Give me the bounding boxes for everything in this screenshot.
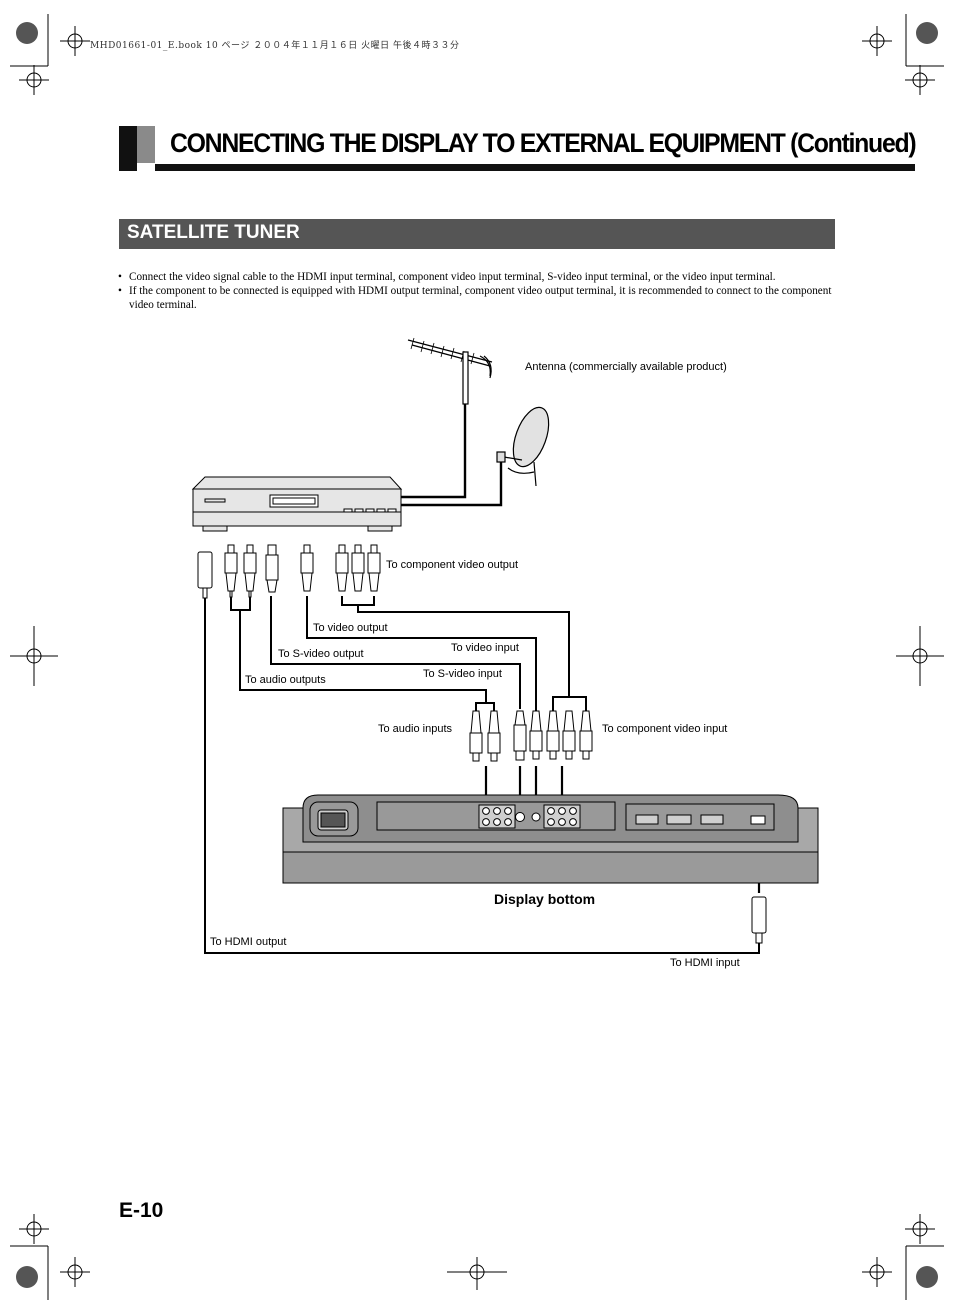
audio-inputs-label: To audio inputs (378, 723, 452, 735)
print-header: MHD01661-01_E.book 10 ページ ２００４年１１月１６日 火曜… (90, 41, 460, 51)
audio-outputs-label: To audio outputs (245, 674, 326, 686)
page-title: CONNECTING THE DISPLAY TO EXTERNAL EQUIP… (170, 128, 917, 158)
instruction-item: If the component to be connected is equi… (118, 284, 838, 312)
section-title: SATELLITE TUNER (127, 222, 300, 243)
instruction-item: Connect the video signal cable to the HD… (118, 270, 838, 284)
instruction-list: Connect the video signal cable to the HD… (118, 270, 838, 312)
antenna-label: Antenna (commercially available product) (525, 361, 727, 373)
satellite-dish-icon (496, 406, 550, 487)
component-output-label: To component video output (386, 559, 519, 571)
title-accent-grey (137, 126, 155, 163)
display-side-plugs (469, 710, 767, 944)
antenna-icon (407, 337, 493, 405)
component-input-label: To component video input (602, 723, 728, 735)
display-bottom-icon (282, 794, 819, 884)
svideo-input-label: To S-video input (423, 668, 502, 680)
hdmi-output-label: To HDMI output (210, 936, 287, 948)
section-header-bar (119, 219, 835, 249)
page-number: E-10 (119, 1199, 164, 1222)
video-input-label: To video input (451, 642, 519, 654)
display-bottom-label: Display bottom (494, 891, 596, 907)
hdmi-input-label: To HDMI input (670, 957, 740, 969)
tuner-side-plugs (197, 544, 381, 599)
svideo-output-label: To S-video output (278, 648, 364, 660)
satellite-tuner-icon (191, 476, 403, 532)
title-underline (155, 164, 915, 171)
title-accent-black (119, 126, 137, 171)
video-output-label: To video output (313, 622, 388, 634)
